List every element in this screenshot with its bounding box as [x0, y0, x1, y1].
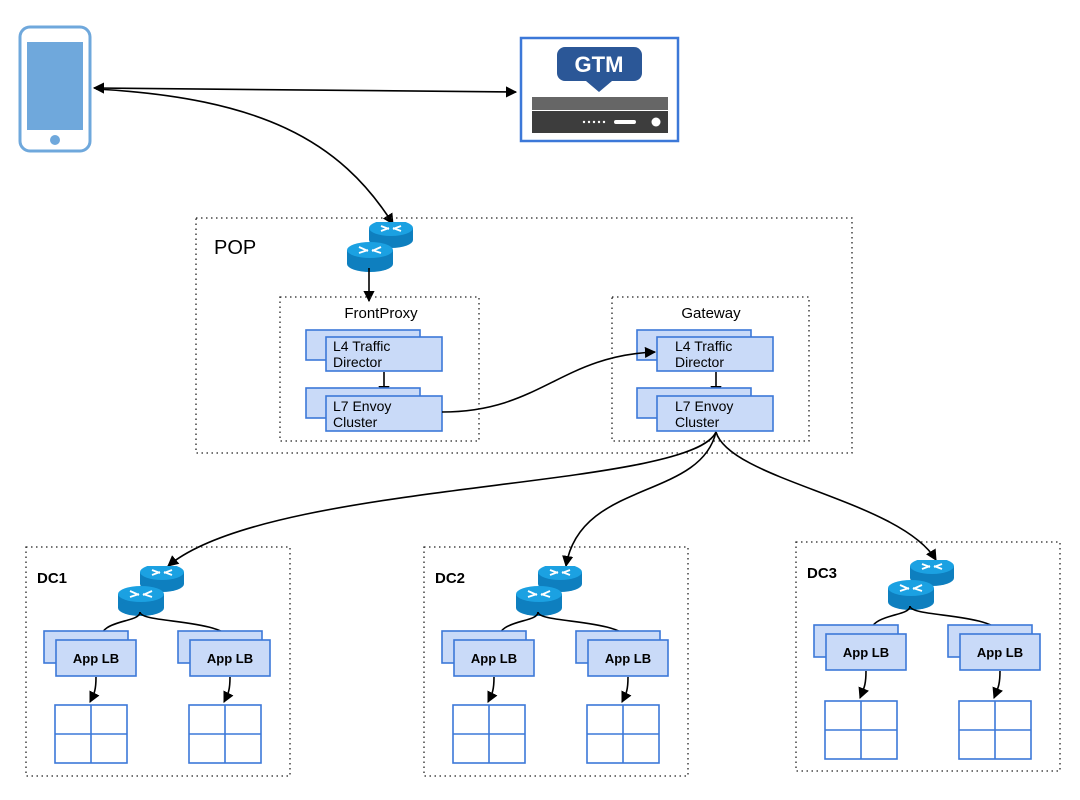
server-grid-icon [452, 704, 526, 764]
app-lb-box [959, 633, 1041, 671]
server-grid-icon [586, 704, 660, 764]
gateway-l7-line1: L7 Envoy [675, 398, 733, 414]
applb-server-connector [487, 676, 498, 704]
frontproxy-label: FrontProxy [344, 305, 418, 322]
dc-router-icon [516, 566, 583, 616]
app-lb-box [55, 639, 137, 677]
applb-server-connector [858, 670, 869, 700]
gateway-l7-box: L7 Envoy Cluster [656, 395, 774, 432]
frontproxy-l4-line1: L4 Traffic [333, 338, 390, 354]
dc-label: DC1 [37, 570, 67, 587]
applb-server-connector [621, 676, 632, 704]
app-lb-label: App LB [471, 651, 517, 666]
app-lb-box [587, 639, 669, 677]
dc-container [25, 546, 291, 777]
gateway-label: Gateway [681, 305, 741, 322]
pop-label: POP [214, 237, 256, 259]
server-grid-icon [958, 700, 1032, 760]
app-lb-label: App LB [73, 651, 119, 666]
frontproxy-l7-box: L7 Envoy Cluster [325, 395, 443, 432]
phone-pop-connector [95, 88, 394, 225]
app-lb-box [453, 639, 535, 677]
mobile-phone-icon [18, 25, 92, 153]
server-grid-icon [824, 700, 898, 760]
frontproxy-l7-line2: Cluster [333, 414, 378, 430]
dc-router-icon [118, 566, 185, 616]
frontproxy-l4-box: L4 Traffic Director [325, 336, 443, 372]
server-grid-icon [54, 704, 128, 764]
frontproxy-l7-line1: L7 Envoy [333, 398, 391, 414]
dc-label: DC2 [435, 570, 465, 587]
gateway-dc3-connector [715, 431, 937, 561]
frontproxy-l4-line2: Director [333, 354, 382, 370]
phone-gtm-connector [92, 82, 518, 98]
dc-container [795, 541, 1061, 772]
gateway-l7-line2: Cluster [675, 414, 720, 430]
dc-container [423, 546, 689, 777]
gateway-group [611, 296, 810, 442]
app-lb-label: App LB [207, 651, 253, 666]
gateway-l4-line2: Director [675, 354, 724, 370]
gateway-dc2-connector [562, 431, 717, 568]
gateway-l4-box: L4 Traffic Director [656, 336, 774, 372]
gtm-label: GTM [575, 52, 624, 77]
frontproxy-gateway-connector [441, 346, 657, 413]
pop-router-icon [347, 222, 414, 272]
dc-router-icon [888, 560, 955, 610]
app-lb-box [189, 639, 271, 677]
applb-server-connector [89, 676, 100, 704]
frontproxy-group [279, 296, 480, 442]
app-lb-label: App LB [605, 651, 651, 666]
gateway-dc1-connector [167, 431, 717, 567]
app-lb-label: App LB [977, 645, 1023, 660]
applb-server-connector [223, 676, 234, 704]
app-lb-box [825, 633, 907, 671]
server-grid-icon [188, 704, 262, 764]
gtm-appliance-icon: GTM [519, 36, 680, 143]
dc-label: DC3 [807, 565, 837, 582]
applb-server-connector [992, 670, 1003, 700]
gateway-l4-line1: L4 Traffic [675, 338, 732, 354]
app-lb-label: App LB [843, 645, 889, 660]
